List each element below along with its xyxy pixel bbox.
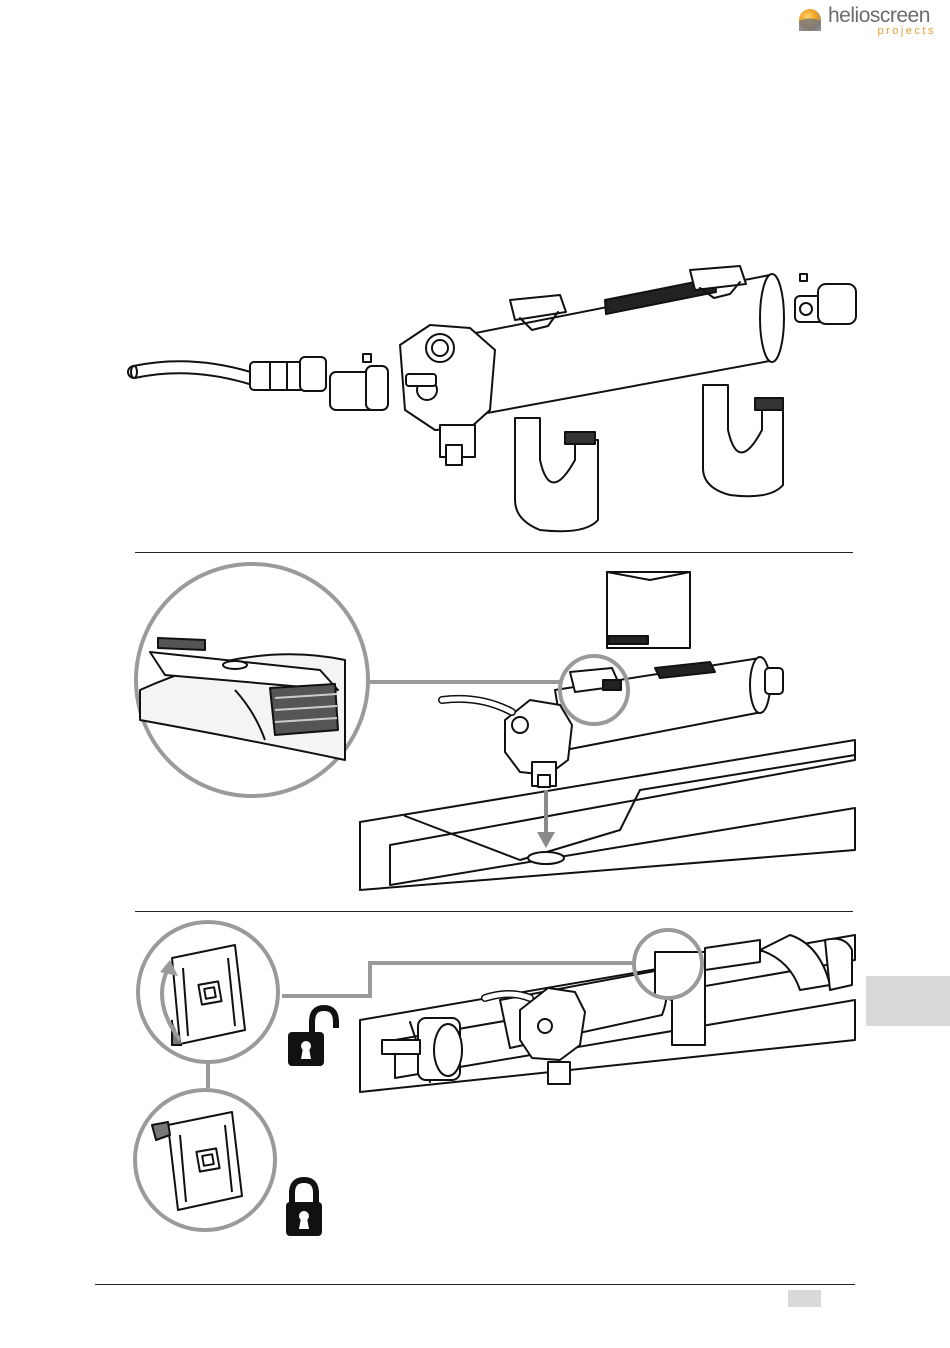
motor-exploded-view: [0, 250, 950, 550]
padlock-open-icon: [284, 1004, 342, 1068]
bracket-lock-detail: [0, 915, 950, 1245]
section-divider: [135, 911, 853, 912]
padlock-closed-icon: [284, 1176, 324, 1238]
brand-logo: helioscreen projects: [798, 4, 944, 38]
sun-logo-icon: [798, 8, 822, 32]
page-number-box: [788, 1290, 821, 1307]
section-divider: [135, 552, 853, 553]
footer-divider: [95, 1284, 855, 1285]
brand-subtitle: projects: [877, 25, 936, 37]
section-tab: [866, 976, 950, 1026]
motor-mounting-in-rail: [0, 560, 950, 910]
